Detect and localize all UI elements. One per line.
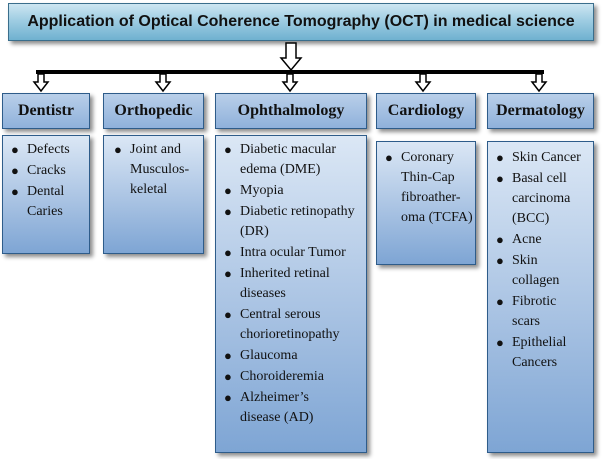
main-arrow: [279, 42, 303, 72]
list-item: ●Dental Caries: [11, 184, 65, 219]
item-list: ●Coronary Thin-Cap fibroather-oma (TCFA): [381, 148, 473, 228]
connector-bus: [36, 70, 544, 74]
category-items-ophthalmology: ●Diabetic macular edema (DME) ●Myopia ●D…: [215, 135, 367, 453]
list-item: ●Choroideremia: [224, 369, 324, 384]
list-item: ●Intra ocular Tumor: [224, 245, 346, 260]
category-header-label: Ophthalmology: [237, 102, 345, 119]
item-list: ●Defects ●Cracks ●Dental Caries: [7, 140, 87, 222]
category-header-label: Orthopedic: [114, 102, 193, 119]
list-item: ●Joint and Musculos-keletal: [114, 142, 190, 197]
list-item: ●Coronary Thin-Cap fibroather-oma (TCFA): [385, 150, 473, 225]
branch-arrow-ophthalmology: [281, 73, 299, 93]
branch-arrow-orthopedic: [154, 73, 172, 93]
item-list: ●Joint and Musculos-keletal: [110, 140, 201, 200]
list-item: ●Skin collagen: [496, 253, 560, 288]
list-item: ●Glaucoma: [224, 348, 298, 363]
category-items-dermatology: ●Skin Cancer ●Basal cell carcinoma (BCC)…: [487, 141, 594, 453]
diagram-title: Application of Optical Coherence Tomogra…: [8, 3, 594, 41]
category-header-cardiology: Cardiology: [376, 93, 476, 129]
list-item: ●Central serous chorioretinopathy: [224, 307, 340, 342]
item-list: ●Diabetic macular edema (DME) ●Myopia ●D…: [220, 140, 364, 428]
list-item: ●Fibrotic scars: [496, 294, 557, 329]
list-item: ●Defects: [11, 142, 70, 157]
branch-arrow-dentistry: [32, 73, 50, 93]
list-item: ●Alzheimer’s disease (AD): [224, 390, 314, 425]
list-item: ●Epithelial Cancers: [496, 335, 567, 370]
list-item: ●Inherited retinal diseases: [224, 266, 330, 301]
category-items-cardiology: ●Coronary Thin-Cap fibroather-oma (TCFA): [376, 141, 476, 265]
category-items-orthopedic: ●Joint and Musculos-keletal: [103, 135, 204, 254]
list-item: ●Myopia: [224, 183, 284, 198]
list-item: ●Cracks: [11, 163, 66, 178]
category-header-ophthalmology: Ophthalmology: [215, 93, 367, 129]
list-item: ●Diabetic macular edema (DME): [224, 142, 337, 177]
category-header-label: Dentistr: [18, 102, 74, 119]
list-item: ●Diabetic retinopathy (DR): [224, 204, 355, 239]
list-item: ●Basal cell carcinoma (BCC): [496, 171, 571, 226]
item-list: ●Skin Cancer ●Basal cell carcinoma (BCC)…: [492, 148, 591, 373]
category-header-dentistry: Dentistr: [2, 93, 90, 129]
list-item: ●Acne: [496, 232, 542, 247]
category-header-dermatology: Dermatology: [487, 93, 594, 129]
category-items-dentistry: ●Defects ●Cracks ●Dental Caries: [2, 135, 90, 254]
category-header-label: Cardiology: [387, 102, 465, 119]
branch-arrow-cardiology: [414, 73, 432, 93]
list-item: ●Skin Cancer: [496, 150, 581, 165]
branch-arrow-dermatology: [530, 73, 548, 93]
category-header-label: Dermatology: [496, 102, 585, 119]
category-header-orthopedic: Orthopedic: [103, 93, 204, 129]
